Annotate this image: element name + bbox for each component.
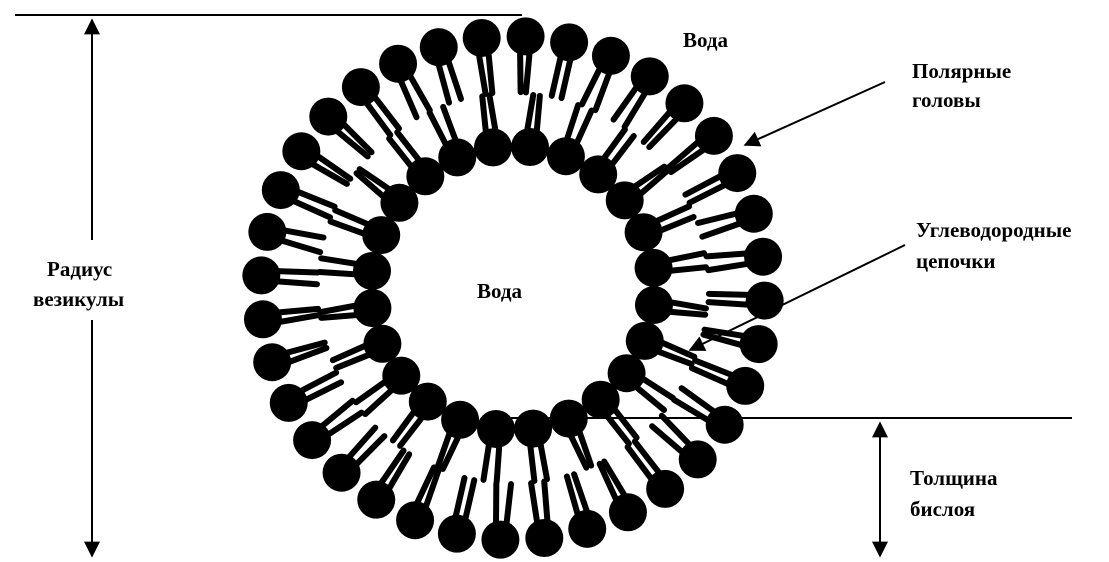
outer-leaflet-lipid [709,282,784,320]
outer-leaflet-lipid [262,171,335,217]
polar-head [438,515,476,553]
thickness-label-line2: бислоя [910,497,975,521]
polar-head [726,367,764,405]
polar-head [406,157,444,195]
polar-head [635,286,673,324]
chains-pointer-arrow [690,245,905,350]
polar-head [481,521,519,559]
polar-head [293,421,331,459]
polar-head [474,128,512,166]
polar-head [282,132,320,170]
polar-head [735,195,773,233]
chains-label-line1: Углеводородные [916,218,1072,242]
polar-head [592,37,630,75]
polar-head [547,137,585,175]
polar-head [626,322,664,360]
outer-leaflet-lipid [242,256,317,294]
polar-head [463,19,501,57]
polar-head [514,410,552,448]
polar-head [646,470,684,508]
outer-leaflet-lipid [438,478,476,553]
polar-head [568,510,606,548]
radius-label-line1: Радиус [47,257,112,281]
polar-head [362,216,400,254]
polar-head [706,406,744,444]
polar-head [635,249,673,287]
polar-head [353,252,391,290]
outer-leaflet-lipid [463,19,501,94]
outer-leaflet-lipid [698,195,773,237]
outer-leaflet-lipid [567,474,606,548]
polar-head [625,213,663,251]
outer-leaflet-lipid [703,325,777,363]
outer-leaflet-lipid [244,300,319,338]
polar-head [665,84,703,122]
chains-label-line2: цепочки [916,249,996,273]
inner-leaflet-lipid [635,249,706,287]
outer-leaflet-lipid [248,213,323,252]
polar-head [357,481,395,519]
outer-leaflet-lipid [692,360,764,404]
inner-leaflet-lipid [635,286,706,324]
polar-head [511,128,549,166]
polar-head [248,213,286,251]
polar-head [718,154,756,192]
polar-head [550,23,588,61]
polar-head [379,45,417,83]
inner-leaflet-lipid [474,95,512,166]
outer-leaflet-lipid [420,28,461,102]
polar-head [740,325,778,363]
polar-head [244,300,282,338]
radius-label-line2: везикулы [33,287,124,311]
outer-leaflet-lipid [685,154,756,203]
polar-head [253,343,291,381]
polar-head [507,17,545,55]
polar-heads-pointer-arrow [745,82,885,145]
outer-leaflet-lipid [253,343,326,382]
polar-head [525,519,563,557]
polar-head [744,238,782,276]
inner-leaflet-lipid [320,252,391,290]
polar-head [270,384,308,422]
polar-heads-label-line1: Полярные [912,59,1011,83]
outer-leaflet-lipid [582,37,630,110]
polar-head [631,57,669,95]
polar-head [323,454,361,492]
inner-leaflet-lipid [477,410,515,481]
polar-head [396,501,434,539]
polar-heads-label-line2: головы [912,88,981,112]
outer-water-label: Вода [683,28,729,52]
outer-leaflet-lipid [270,373,341,422]
inner-leaflet-lipid [320,289,391,327]
polar-head [477,410,515,448]
polar-head [342,68,380,106]
outer-leaflet-lipid [550,23,588,98]
inner-leaflet-lipid [511,95,549,166]
polar-head [262,171,300,209]
outer-leaflet-lipid [507,17,545,92]
polar-head [438,138,476,176]
polar-head [353,289,391,327]
inner-leaflet-lipid [514,410,552,481]
outer-leaflet-lipid [707,238,782,276]
polar-head [382,357,420,395]
inner-leaflet-lipid [550,400,591,468]
polar-head [420,28,458,66]
polar-head [606,181,644,219]
outer-leaflet-lipid [396,467,439,539]
polar-head [441,401,479,439]
polar-head [695,117,733,155]
polar-head [242,256,280,294]
outer-leaflet-lipid [525,482,563,557]
polar-head [609,493,647,531]
polar-head [363,325,401,363]
thickness-label-line1: Толщина [910,466,998,490]
polar-head [582,381,620,419]
polar-head [309,98,347,136]
outer-leaflet-lipid [600,461,647,531]
outer-leaflet-lipid [481,483,519,558]
polar-head [679,440,717,478]
inner-water-label: Вода [477,279,523,303]
